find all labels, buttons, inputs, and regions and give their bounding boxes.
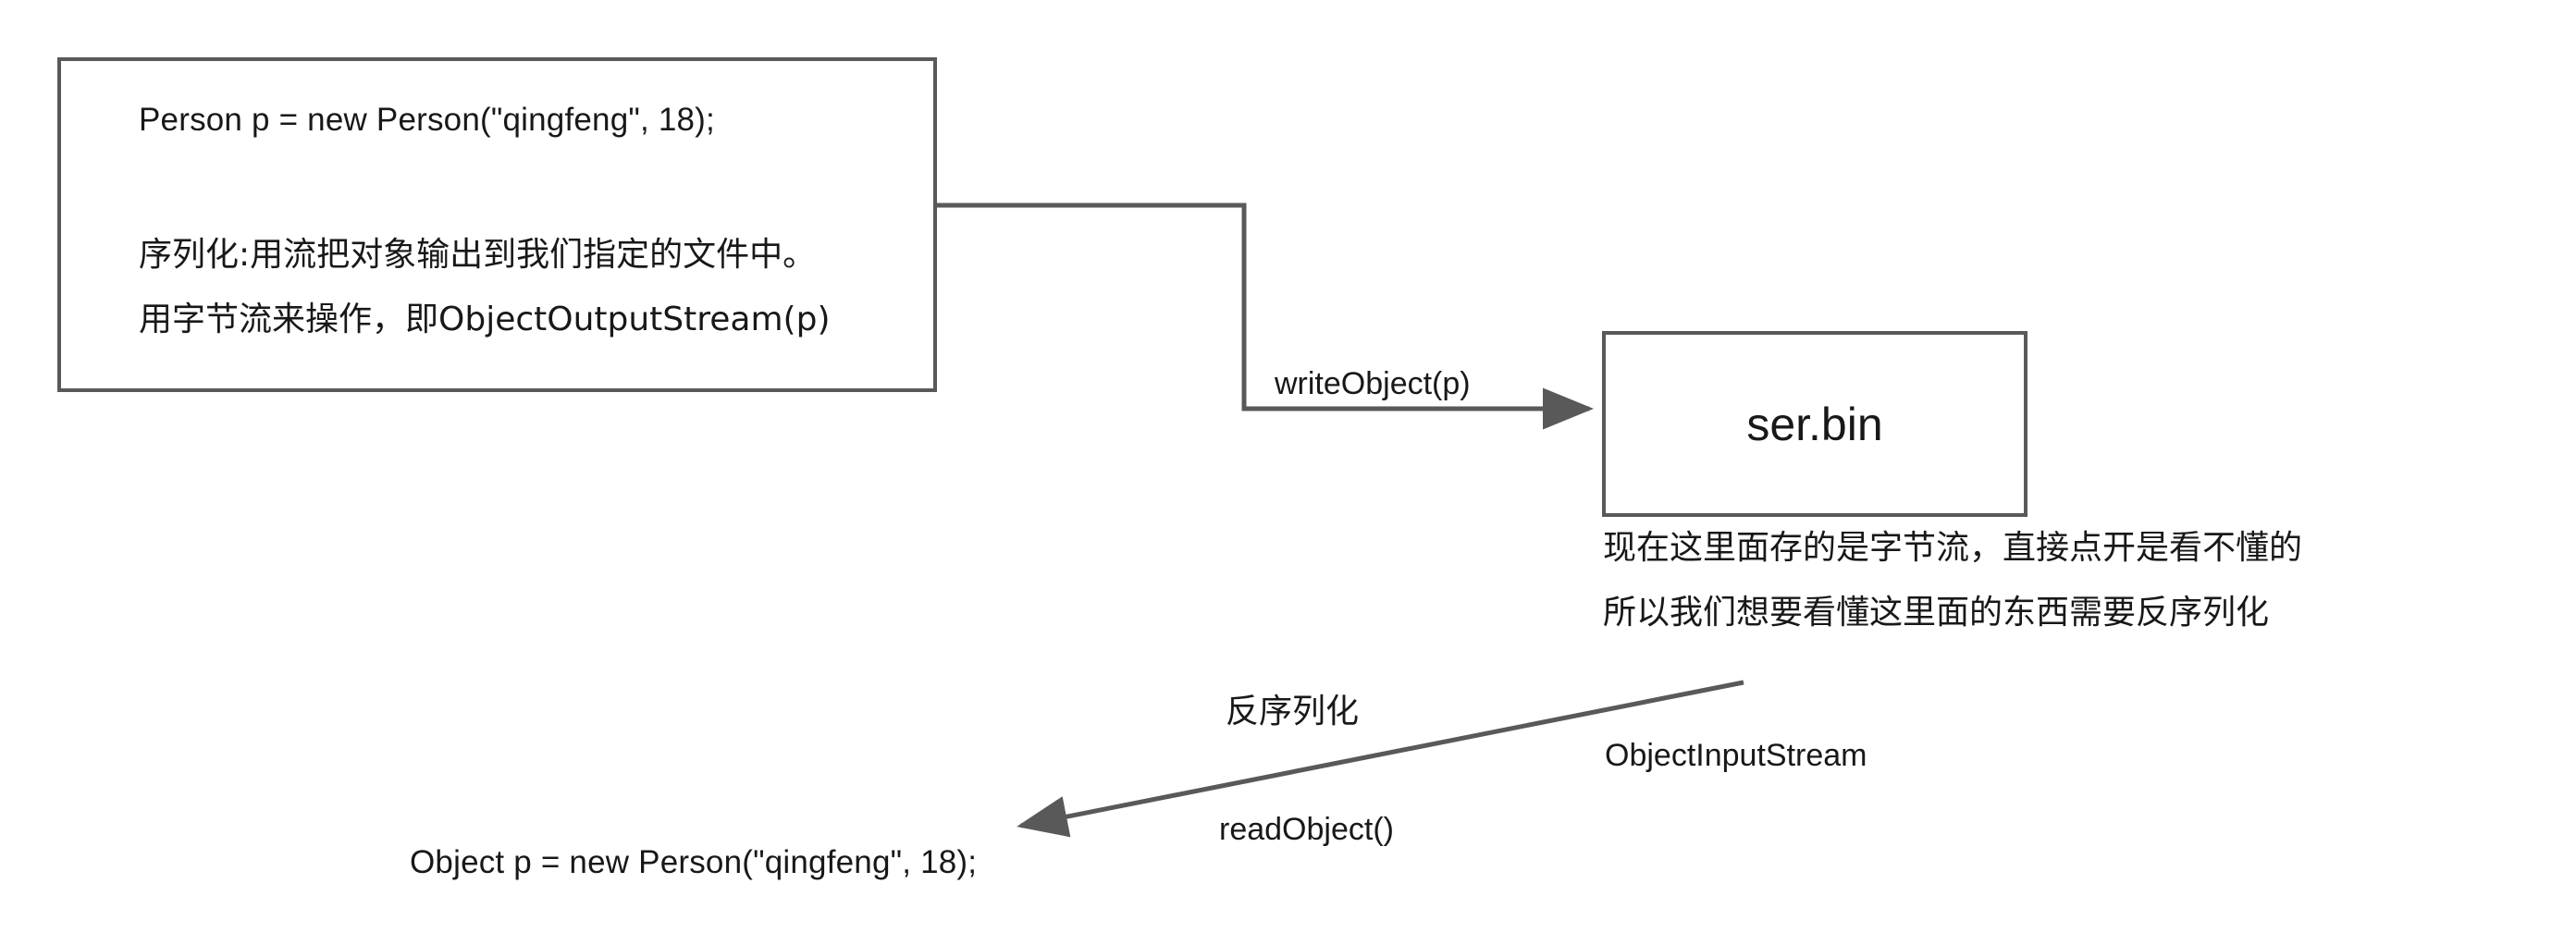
write-object-label: writeObject(p)	[1275, 366, 1471, 401]
serialization-note-line-1: 序列化:用流把对象输出到我们指定的文件中。	[139, 236, 817, 274]
file-name-label: ser.bin	[1746, 398, 1883, 450]
deserialize-label: 反序列化	[1226, 693, 1360, 730]
write-object-connector	[937, 202, 1594, 430]
object-input-stream-label: ObjectInputStream	[1605, 738, 1867, 773]
source-code-box	[57, 57, 937, 392]
file-note-line-1: 现在这里面存的是字节流，直接点开是看不懂的	[1603, 529, 2303, 567]
result-code-line: Object p = new Person("qingfeng", 18);	[410, 844, 978, 880]
file-box	[1602, 331, 2028, 517]
serialization-note-line-2: 用字节流来操作，即ObjectOutputStream(p)	[139, 301, 831, 338]
source-code-line: Person p = new Person("qingfeng", 18);	[139, 102, 715, 138]
file-note-line-2: 所以我们想要看懂这里面的东西需要反序列化	[1603, 594, 2270, 632]
read-object-label: readObject()	[1219, 812, 1394, 847]
